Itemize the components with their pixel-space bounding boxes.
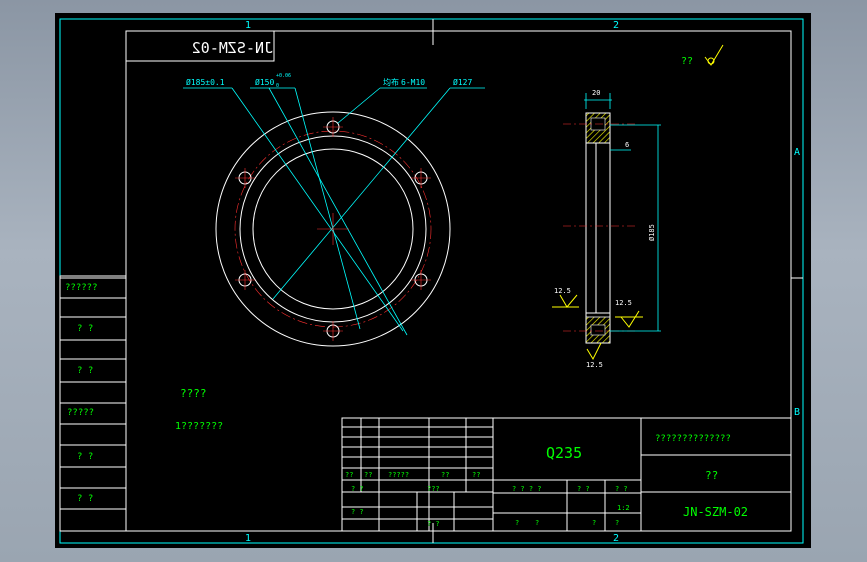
- dim-d185: Ø185±0.1: [186, 77, 225, 87]
- cad-viewport[interactable]: 1 2 1 2 A B JN-SZM-02 ??: [55, 13, 811, 548]
- rough-left: 12.5: [554, 287, 571, 295]
- dim-d150-tol: +0.06: [276, 73, 291, 79]
- dim-d127: Ø127: [453, 77, 472, 87]
- sheet-label: ?: [615, 519, 619, 527]
- rev-header: ?????: [388, 471, 409, 479]
- section-view: 20 6 Ø185 12.5 12.5 12.5: [552, 89, 661, 369]
- zone-label-bottom-2: 2: [613, 533, 619, 544]
- outer-circle: [215, 111, 451, 347]
- title-drawing-number: JN-SZM-02: [683, 505, 748, 519]
- dim-width: 20: [592, 89, 600, 97]
- mirrored-drawing-number: JN-SZM-02: [192, 39, 273, 57]
- outer-border: [59, 18, 804, 544]
- inner-border: [125, 30, 792, 532]
- stage-label: ? ? ? ?: [512, 485, 542, 493]
- dim-d150: Ø150: [255, 77, 274, 87]
- title-block: Q235 ?????????????? ?? JN-SZM-02 ?? ?? ?…: [341, 417, 792, 532]
- left-strip: ?????? ? ? ? ? ????? ? ? ? ?: [59, 275, 127, 532]
- inner-circle: [252, 148, 414, 310]
- dimension-leaders: [183, 87, 485, 336]
- row-design: ? ?: [351, 485, 364, 493]
- row-check: ? ?: [351, 508, 364, 516]
- stage-label: ? ?: [615, 485, 628, 493]
- dim-step: 6: [625, 141, 629, 149]
- title-company: ??????????????: [655, 434, 731, 444]
- left-strip-label: ?????: [67, 408, 94, 418]
- left-strip-label: ? ?: [77, 452, 93, 462]
- rough-right: 12.5: [615, 299, 632, 307]
- zone-label-top-2: 2: [613, 20, 619, 31]
- left-strip-label: ? ?: [77, 366, 93, 376]
- sheet-label: ?: [535, 519, 539, 527]
- dim-height: Ø185: [648, 224, 656, 241]
- sheet-label: ?: [515, 519, 519, 527]
- dim-holes: 6-M10: [401, 78, 425, 87]
- rough-bottom: 12.5: [586, 361, 603, 369]
- rev-header: ??: [441, 471, 449, 479]
- left-strip-label: ? ?: [77, 324, 93, 334]
- mirrored-number-box: [125, 30, 275, 62]
- title-part-name: ??: [705, 469, 718, 482]
- hole-centerlines: [235, 117, 431, 341]
- notes-line-1: 1???????: [175, 421, 223, 432]
- cad-drawing-sheet[interactable]: 1 2 1 2 A B JN-SZM-02 ??: [55, 13, 811, 548]
- zone-label-bottom-1: 1: [245, 533, 251, 544]
- title-material: Q235: [546, 444, 582, 462]
- zone-ticks: [60, 19, 803, 543]
- left-strip-label: ??????: [65, 283, 98, 293]
- row-std: ???: [427, 485, 440, 493]
- left-strip-label: ? ?: [77, 494, 93, 504]
- rev-header: ??: [345, 471, 353, 479]
- notes-title: ????: [180, 387, 207, 400]
- zone-label-top-1: 1: [245, 20, 251, 31]
- sheet-label: ?: [592, 519, 596, 527]
- dim-holes-prefix: 均布: [383, 77, 399, 87]
- zone-label-b: B: [794, 407, 800, 418]
- stage-label: ? ?: [577, 485, 590, 493]
- row-approve: ? ?: [427, 520, 440, 528]
- scale-value: 1:2: [617, 504, 630, 512]
- front-view: Ø185±0.1 Ø150 +0.06 0 均布 6-M10 Ø127: [183, 73, 485, 347]
- zone-label-a: A: [794, 147, 800, 158]
- rev-header: ??: [364, 471, 372, 479]
- roughness-general-note: ??: [681, 56, 693, 67]
- rev-header: ??: [472, 471, 480, 479]
- roughness-general-icon: [704, 44, 724, 66]
- dim-d150-tol-low: 0: [276, 83, 279, 89]
